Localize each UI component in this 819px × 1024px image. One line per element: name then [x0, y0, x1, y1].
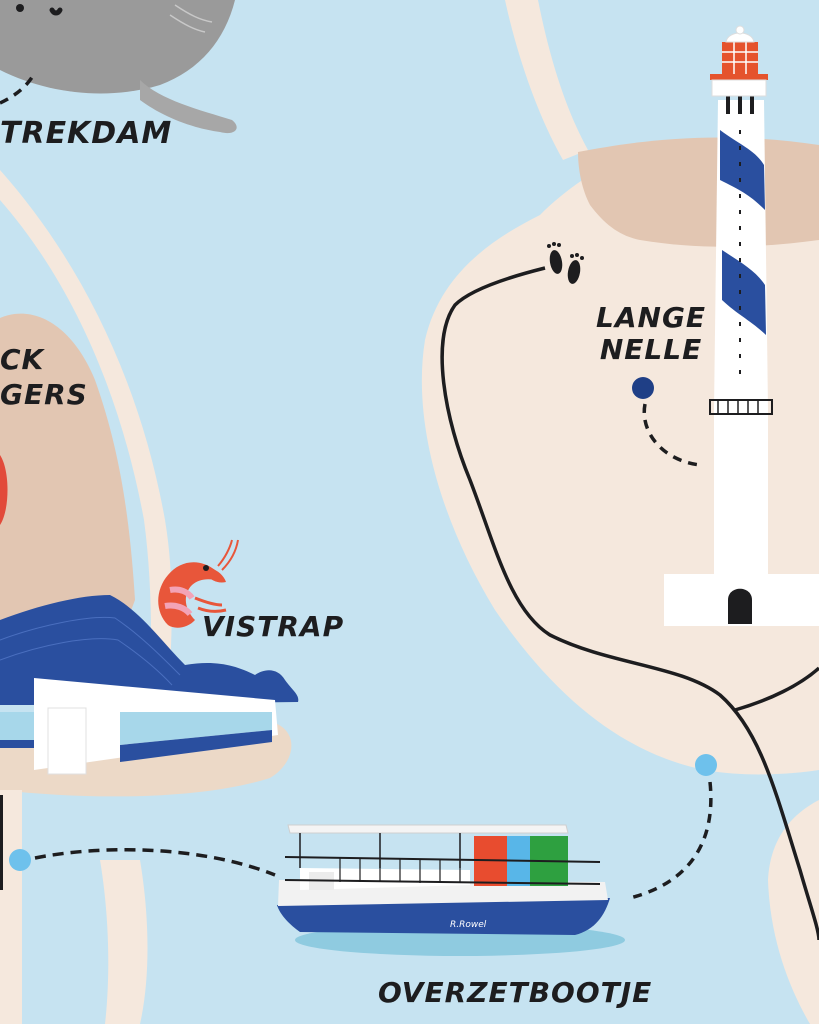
route-dash-strekdam	[0, 71, 37, 105]
label-crack-fingers-line2: GERS	[0, 378, 88, 411]
stop-lange-nelle	[632, 377, 654, 399]
south-west-pier	[100, 860, 148, 1024]
shrimp-icon	[158, 539, 239, 628]
label-overzetbootje: OVERZETBOOTJE	[378, 976, 653, 1009]
west-dune	[0, 313, 135, 657]
red-marker-partial	[0, 455, 8, 525]
label-lange-nelle: LANGE NELLE	[596, 302, 706, 366]
label-lange-nelle-line2: NELLE	[599, 333, 703, 366]
label-lange-nelle-line1: LANGE	[596, 301, 707, 334]
footprints-icon	[547, 242, 584, 284]
label-strekdam: TREKDAM	[0, 116, 173, 151]
walking-route	[440, 266, 819, 941]
lighthouse-illustration	[664, 25, 819, 626]
label-vistrap: VISTRAP	[202, 610, 345, 643]
seal-illustration	[0, 0, 237, 134]
east-pier	[505, 0, 588, 160]
south-sand	[768, 800, 819, 1024]
boat-name: R.Rowel	[450, 920, 487, 930]
stop-ferry-east	[695, 754, 717, 776]
label-crack-fingers-line1: CK	[0, 343, 45, 376]
stop-ferry-west	[9, 849, 31, 871]
fish-market-illustration	[0, 595, 299, 775]
ferry-illustration: R.Rowel	[277, 824, 625, 956]
